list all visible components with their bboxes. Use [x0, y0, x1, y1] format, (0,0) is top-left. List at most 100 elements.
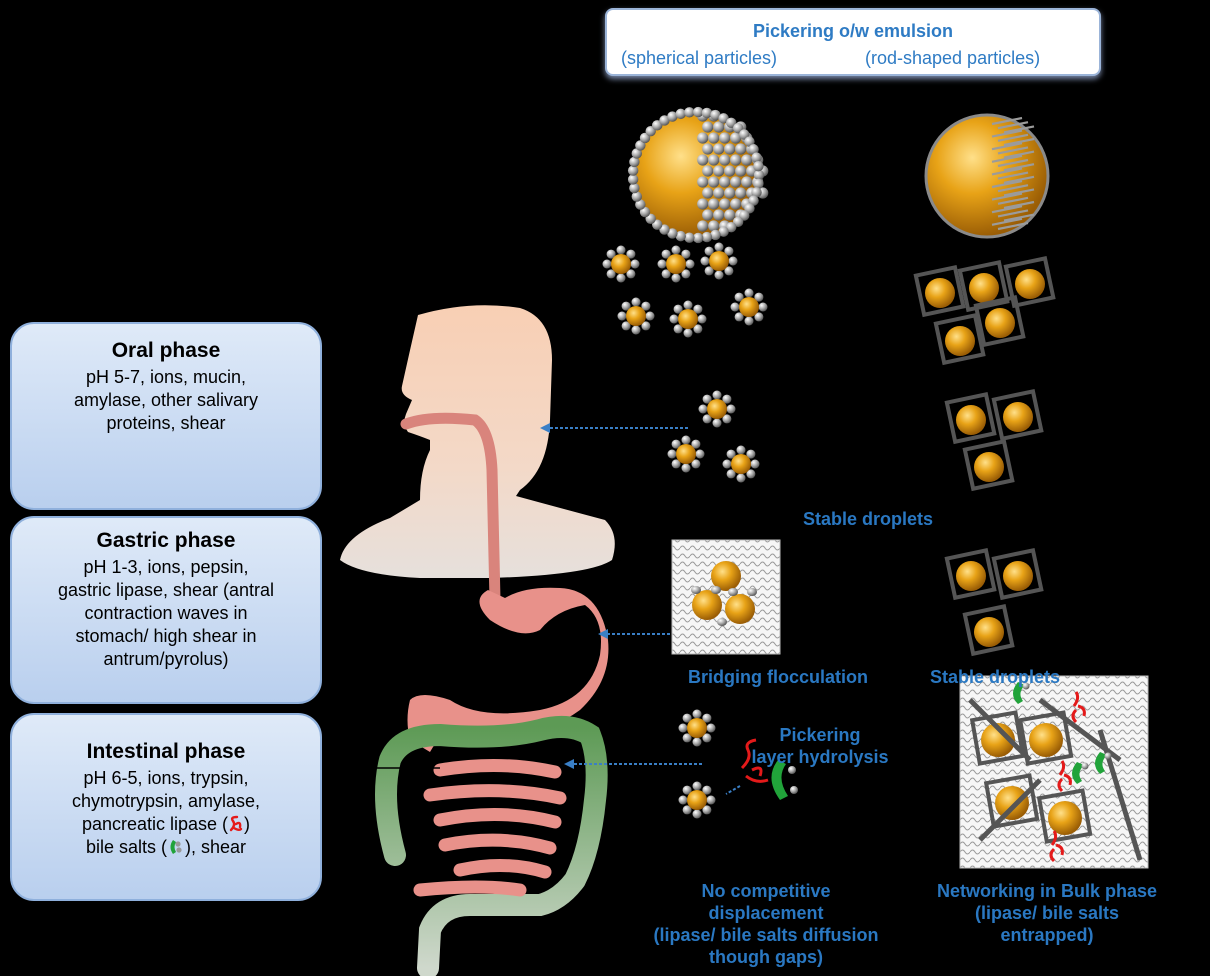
- spherical-particle: [676, 231, 686, 241]
- spherical-particle: [632, 191, 642, 201]
- spherical-particle: [739, 210, 749, 220]
- particle: [707, 796, 716, 805]
- lipase-text: pancreatic lipase (: [82, 814, 228, 834]
- particle: [722, 414, 731, 423]
- spherical-particle: [748, 195, 758, 205]
- network-cage: [986, 776, 1037, 827]
- spherical-particle: [708, 132, 719, 143]
- spherical-particle: [739, 129, 749, 139]
- header-rod-label: (rod-shaped particles): [865, 48, 1040, 69]
- particle: [641, 302, 650, 311]
- particle: [679, 796, 688, 805]
- particle: [745, 317, 754, 326]
- oil-core: [926, 115, 1048, 237]
- particle: [672, 246, 681, 255]
- rod-particle: [992, 143, 1022, 149]
- spherical-particle: [753, 161, 763, 171]
- spherical-particle: [640, 133, 650, 143]
- spherical-particle: [724, 121, 735, 132]
- spherical-particle: [735, 187, 746, 198]
- rod-droplet: [976, 297, 1023, 344]
- spherical-particle: [697, 110, 708, 121]
- spherical-particle: [710, 110, 720, 120]
- oral-phase-line: pH 5-7, ions, mucin,: [12, 366, 320, 389]
- bridging-particle: [711, 586, 721, 594]
- particle: [693, 305, 702, 314]
- flocculated-droplet: [725, 594, 755, 624]
- spherical-particle: [708, 176, 719, 187]
- spherical-particle: [754, 170, 764, 180]
- oil-core: [709, 251, 729, 271]
- spherical-particle: [713, 143, 724, 154]
- label-networking-line: Networking in Bulk phase: [920, 880, 1174, 902]
- oil-core: [707, 399, 727, 419]
- particle: [702, 786, 711, 795]
- spherical-droplet: [618, 298, 655, 335]
- bile-text: bile salts (: [86, 837, 167, 857]
- spherical-particle: [752, 154, 763, 165]
- particle: [703, 395, 712, 404]
- particle: [632, 298, 641, 307]
- spherical-particle: [635, 199, 645, 209]
- rod-particle: [1004, 189, 1034, 195]
- spherical-particle: [741, 176, 752, 187]
- rod-particle: [992, 206, 1022, 212]
- spherical-particle: [713, 165, 724, 176]
- rod-cage: [947, 394, 994, 441]
- spherical-droplet: [670, 301, 707, 338]
- spherical-particle: [746, 143, 757, 154]
- spherical-particle: [652, 219, 662, 229]
- emulsion-header: Pickering o/w emulsion (spherical partic…: [605, 8, 1101, 76]
- spherical-particle: [697, 132, 708, 143]
- rod-cage: [960, 262, 1007, 309]
- gastric-phase-line: antrum/pyrolus): [12, 648, 320, 671]
- rod-droplet: [936, 315, 983, 362]
- intestinal-phase-bile-line: bile salts ( ), shear: [12, 836, 320, 859]
- rod-cage: [976, 297, 1023, 344]
- particle: [683, 733, 692, 742]
- particle: [626, 269, 635, 278]
- spherical-particle: [741, 132, 752, 143]
- rod-particle: [1004, 139, 1034, 145]
- label-hydrolysis-line: layer hydrolysis: [730, 746, 910, 768]
- spherical-particle: [724, 143, 735, 154]
- particle: [759, 303, 768, 312]
- network-cage: [972, 713, 1023, 764]
- spherical-particle: [693, 107, 703, 117]
- oil-core: [925, 278, 955, 308]
- spherical-droplet: [701, 243, 738, 280]
- particle: [668, 450, 677, 459]
- spherical-particle: [659, 224, 669, 234]
- colon: [386, 727, 597, 968]
- particle: [745, 289, 754, 298]
- label-networking-line: (lipase/ bile salts: [920, 902, 1174, 924]
- label-hydrolysis-line: Pickering: [730, 724, 910, 746]
- bile-salt-head: [790, 786, 798, 794]
- particle: [701, 257, 710, 266]
- particle: [684, 329, 693, 338]
- particle: [674, 305, 683, 314]
- spherical-particle: [708, 154, 719, 165]
- spherical-droplet: [679, 710, 716, 747]
- rod-droplet: [965, 441, 1012, 488]
- oral-phase-box: Oral phase pH 5-7, ions, mucin, amylase,…: [10, 322, 322, 510]
- particle: [617, 274, 626, 283]
- spherical-particle: [735, 165, 746, 176]
- bridging-mesh: [672, 540, 780, 654]
- particle: [691, 440, 700, 449]
- particle: [746, 469, 755, 478]
- bile-close: ), shear: [185, 837, 246, 857]
- rod-particle: [992, 156, 1022, 162]
- label-networking: Networking in Bulk phase (lipase/ bile s…: [920, 880, 1174, 946]
- spherical-particle: [726, 118, 736, 128]
- particle: [737, 446, 746, 455]
- bridging-particle: [717, 618, 727, 626]
- spherical-particle: [640, 207, 650, 217]
- spherical-droplet: [699, 391, 736, 428]
- particle: [617, 246, 626, 255]
- spherical-droplet: [679, 782, 716, 819]
- spherical-particle: [730, 132, 741, 143]
- particle: [754, 293, 763, 302]
- spherical-particle: [718, 226, 728, 236]
